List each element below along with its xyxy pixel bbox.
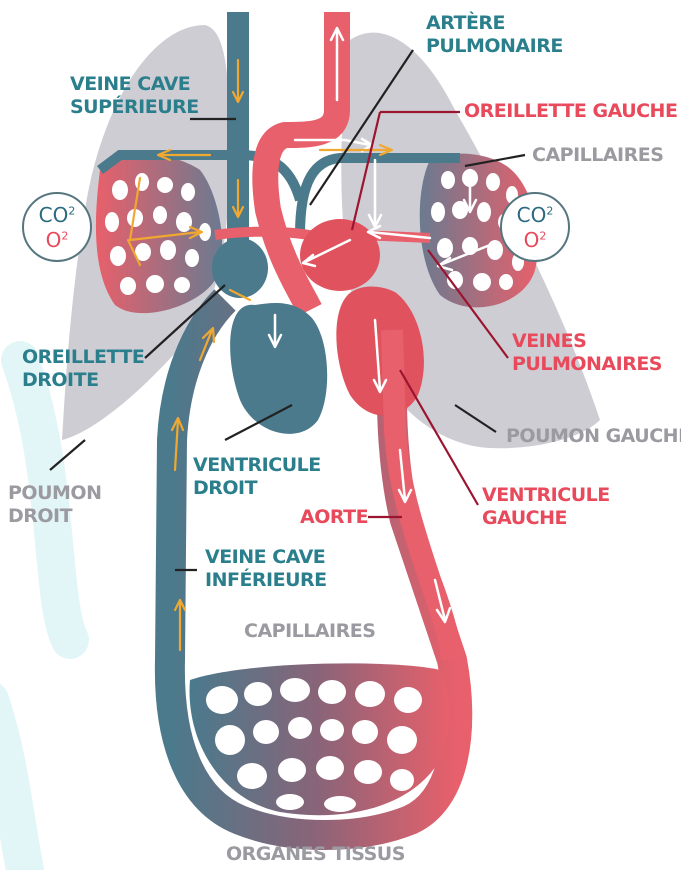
gas-exchange-left: CO2 O2 — [22, 192, 92, 262]
o2-label: O2 — [502, 228, 568, 252]
co2-label: CO2 — [502, 203, 568, 227]
o2-label: O2 — [24, 228, 90, 252]
label-aorte: AORTE — [300, 506, 368, 529]
label-oreillette-gauche: OREILLETTE GAUCHE — [464, 100, 677, 123]
right-ventricle — [230, 303, 327, 434]
background-swoosh — [0, 360, 70, 870]
label-organes-tissus: ORGANES TISSUS — [226, 843, 405, 866]
co2-label: CO2 — [24, 203, 90, 227]
tissue-capillary-bed — [190, 663, 450, 815]
gas-exchange-right: CO2 O2 — [500, 192, 570, 262]
label-capillaires-tissus: CAPILLAIRES — [244, 620, 375, 643]
label-poumon-gauche: POUMON GAUCHE — [506, 425, 681, 448]
right-lung-capillaries — [96, 155, 222, 313]
label-capillaires-poumon: CAPILLAIRES — [532, 144, 663, 167]
